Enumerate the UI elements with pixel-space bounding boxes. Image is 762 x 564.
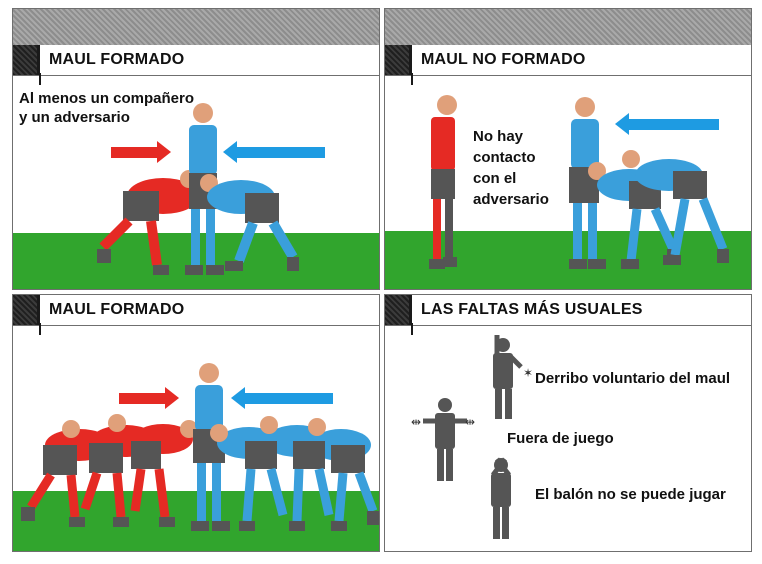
blue-player-standing: [569, 97, 606, 269]
blue-player-standing: [185, 103, 224, 275]
header-tick: [37, 295, 40, 325]
panel-header: MAUL FORMADO: [13, 45, 379, 85]
panel-header: MAUL NO FORMADO: [385, 45, 751, 85]
header-marker: [385, 45, 409, 75]
maul-illustration: [97, 103, 325, 275]
blue-player-group: [210, 416, 379, 531]
blue-player-standing: [191, 363, 230, 531]
red-player-group: [21, 414, 198, 527]
red-player-standing: [429, 95, 457, 269]
blue-arrow-left-icon: [231, 387, 333, 409]
blue-player-bending-rear: [622, 150, 729, 265]
header-tick-tail: [39, 323, 41, 335]
referee-signals-illustration: ✶ ⇹ ⇹: [411, 335, 533, 539]
panel-top-strip: [13, 9, 379, 45]
panel-caption-line-3: con el: [473, 170, 517, 187]
header-tick: [37, 45, 40, 75]
maul-illustration: [21, 363, 379, 531]
red-arrow-right-icon: [119, 387, 179, 409]
referee-figure-icon: [491, 457, 511, 539]
panel-caption-line-1: No hay: [473, 128, 524, 145]
header-tick-tail: [39, 73, 41, 85]
blue-arrow-left-icon: [615, 113, 719, 135]
panel-title: LAS FALTAS MÁS USUALES: [421, 301, 643, 318]
header-marker: [385, 295, 409, 325]
panel-maul-no-formado: MAUL NO FORMADO No hay contacto con el a…: [384, 8, 752, 290]
svg-text:⇹: ⇹: [465, 415, 475, 429]
header-marker: [13, 45, 37, 75]
header-marker: [13, 295, 37, 325]
panel-caption-line-2: contacto: [473, 149, 536, 166]
panel-caption-line-2: y un adversario: [19, 109, 130, 126]
panel-caption-line-4: adversario: [473, 191, 549, 208]
panel-header: LAS FALTAS MÁS USUALES: [385, 295, 751, 335]
svg-text:✶: ✶: [523, 366, 533, 380]
svg-text:⇹: ⇹: [411, 415, 421, 429]
maul-illustration: [429, 95, 729, 269]
header-tick: [409, 45, 412, 75]
red-arrow-right-icon: [111, 141, 171, 163]
panel-top-strip: [385, 9, 751, 45]
referee-figure-icon: ⇹ ⇹: [411, 398, 475, 481]
panel-maul-formado-top: MAUL FORMADO Al menos un compañero y un …: [12, 8, 380, 290]
referee-figure-icon: ✶: [493, 335, 533, 419]
panel-title: MAUL FORMADO: [49, 51, 185, 68]
header-tick-tail: [411, 323, 413, 335]
panel-caption-line-1: Al menos un compañero: [19, 90, 195, 107]
header-tick: [409, 295, 412, 325]
blue-arrow-left-icon: [223, 141, 325, 163]
panel-header: MAUL FORMADO: [13, 295, 379, 335]
header-tick-tail: [411, 73, 413, 85]
red-player-figure: [97, 170, 199, 275]
panel-faltas-usuales: LAS FALTAS MÁS USUALES Derribo voluntari…: [384, 294, 752, 552]
panel-title: MAUL NO FORMADO: [421, 51, 586, 68]
foul-item-fuera-de-juego: Fuera de juego: [507, 430, 614, 447]
panel-title: MAUL FORMADO: [49, 301, 185, 318]
foul-item-balon: El balón no se puede jugar: [535, 486, 726, 503]
blue-player-bending: [200, 174, 299, 271]
panel-maul-formado-bottom: MAUL FORMADO: [12, 294, 380, 552]
foul-item-derribo: Derribo voluntario del maul: [535, 370, 731, 387]
